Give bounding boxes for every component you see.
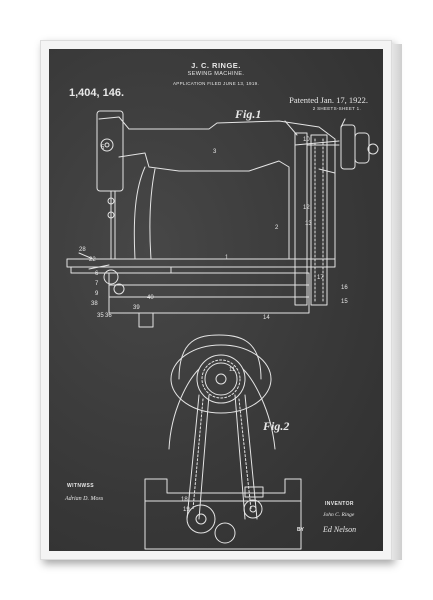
numeral-38: 38 (91, 301, 98, 307)
numeral-6: 6 (95, 271, 99, 277)
witness-label: WITNWSS (67, 483, 94, 489)
numeral-9: 9 (95, 291, 99, 297)
frame-side-edge (392, 44, 402, 560)
numeral-19: 19 (183, 507, 190, 513)
numeral-12: 12 (303, 205, 310, 211)
chain-column (310, 134, 328, 306)
lower-sprocket (186, 504, 216, 534)
inventor-label: INVENTOR (325, 501, 354, 507)
patent-title: SEWING MACHINE. (187, 71, 245, 77)
numeral-15: 15 (341, 299, 348, 305)
patent-print: 3 1 2 10 12 13 14 15 16 17 18 19 40 11 6… (49, 49, 383, 551)
bed-plate (66, 258, 336, 268)
picture-frame: 3 1 2 10 12 13 14 15 16 17 18 19 40 11 6… (40, 40, 402, 560)
reference-numerals: 3 1 2 10 12 13 14 15 16 17 18 19 40 11 6… (79, 137, 348, 513)
numeral-16: 16 (341, 285, 348, 291)
numeral-36: 36 (105, 313, 112, 319)
numeral-2: 2 (275, 225, 279, 231)
numeral-35: 35 (97, 313, 104, 319)
machine-head (96, 110, 124, 192)
numeral-5: 5 (101, 145, 105, 151)
numeral-1: 1 (225, 255, 229, 261)
chain-housing (178, 334, 262, 380)
numeral-40: 40 (147, 295, 154, 301)
figure-2-label: Fig.2 (263, 419, 290, 433)
numeral-7: 7 (95, 281, 99, 287)
witness-signature: Adrian D. Moss (65, 496, 104, 502)
sheet-count: 2 SHEETS-SHEET 1. (312, 106, 361, 111)
numeral-13: 13 (305, 221, 312, 227)
base-cabinet (108, 272, 310, 314)
upper-sprocket-guard (170, 344, 272, 414)
sewing-machine-drawing: 3 1 2 10 12 13 14 15 16 17 18 19 40 11 6… (66, 110, 379, 550)
numeral-3: 3 (213, 149, 217, 155)
attorney-signature: Ed Nelson (323, 525, 357, 534)
patented-date: Patented Jan. 17, 1922. (289, 95, 368, 105)
upper-sprocket (204, 362, 238, 396)
application-filed-line: APPLICATION FILED JUNE 13, 1919. (172, 81, 260, 86)
numeral-10: 10 (303, 137, 310, 143)
figure-1-label: Fig.1 (235, 107, 262, 121)
numeral-28: 28 (79, 247, 86, 253)
patent-number: 1,404, 146. (69, 87, 125, 99)
vertical-shaft (294, 132, 308, 306)
numeral-11: 11 (229, 367, 236, 373)
by-label: BY (297, 527, 304, 533)
lower-housing (144, 478, 302, 550)
numeral-22: 22 (89, 257, 96, 263)
numeral-39: 39 (133, 305, 140, 311)
numeral-18: 18 (181, 497, 188, 503)
patent-inventor-header: J. C. RINGE. (191, 61, 241, 70)
inventor-name: John C. Ringe (323, 512, 355, 518)
hand-wheel (340, 124, 356, 170)
machine-arm (98, 116, 336, 260)
numeral-14: 14 (263, 315, 270, 321)
numeral-17: 17 (317, 275, 324, 281)
